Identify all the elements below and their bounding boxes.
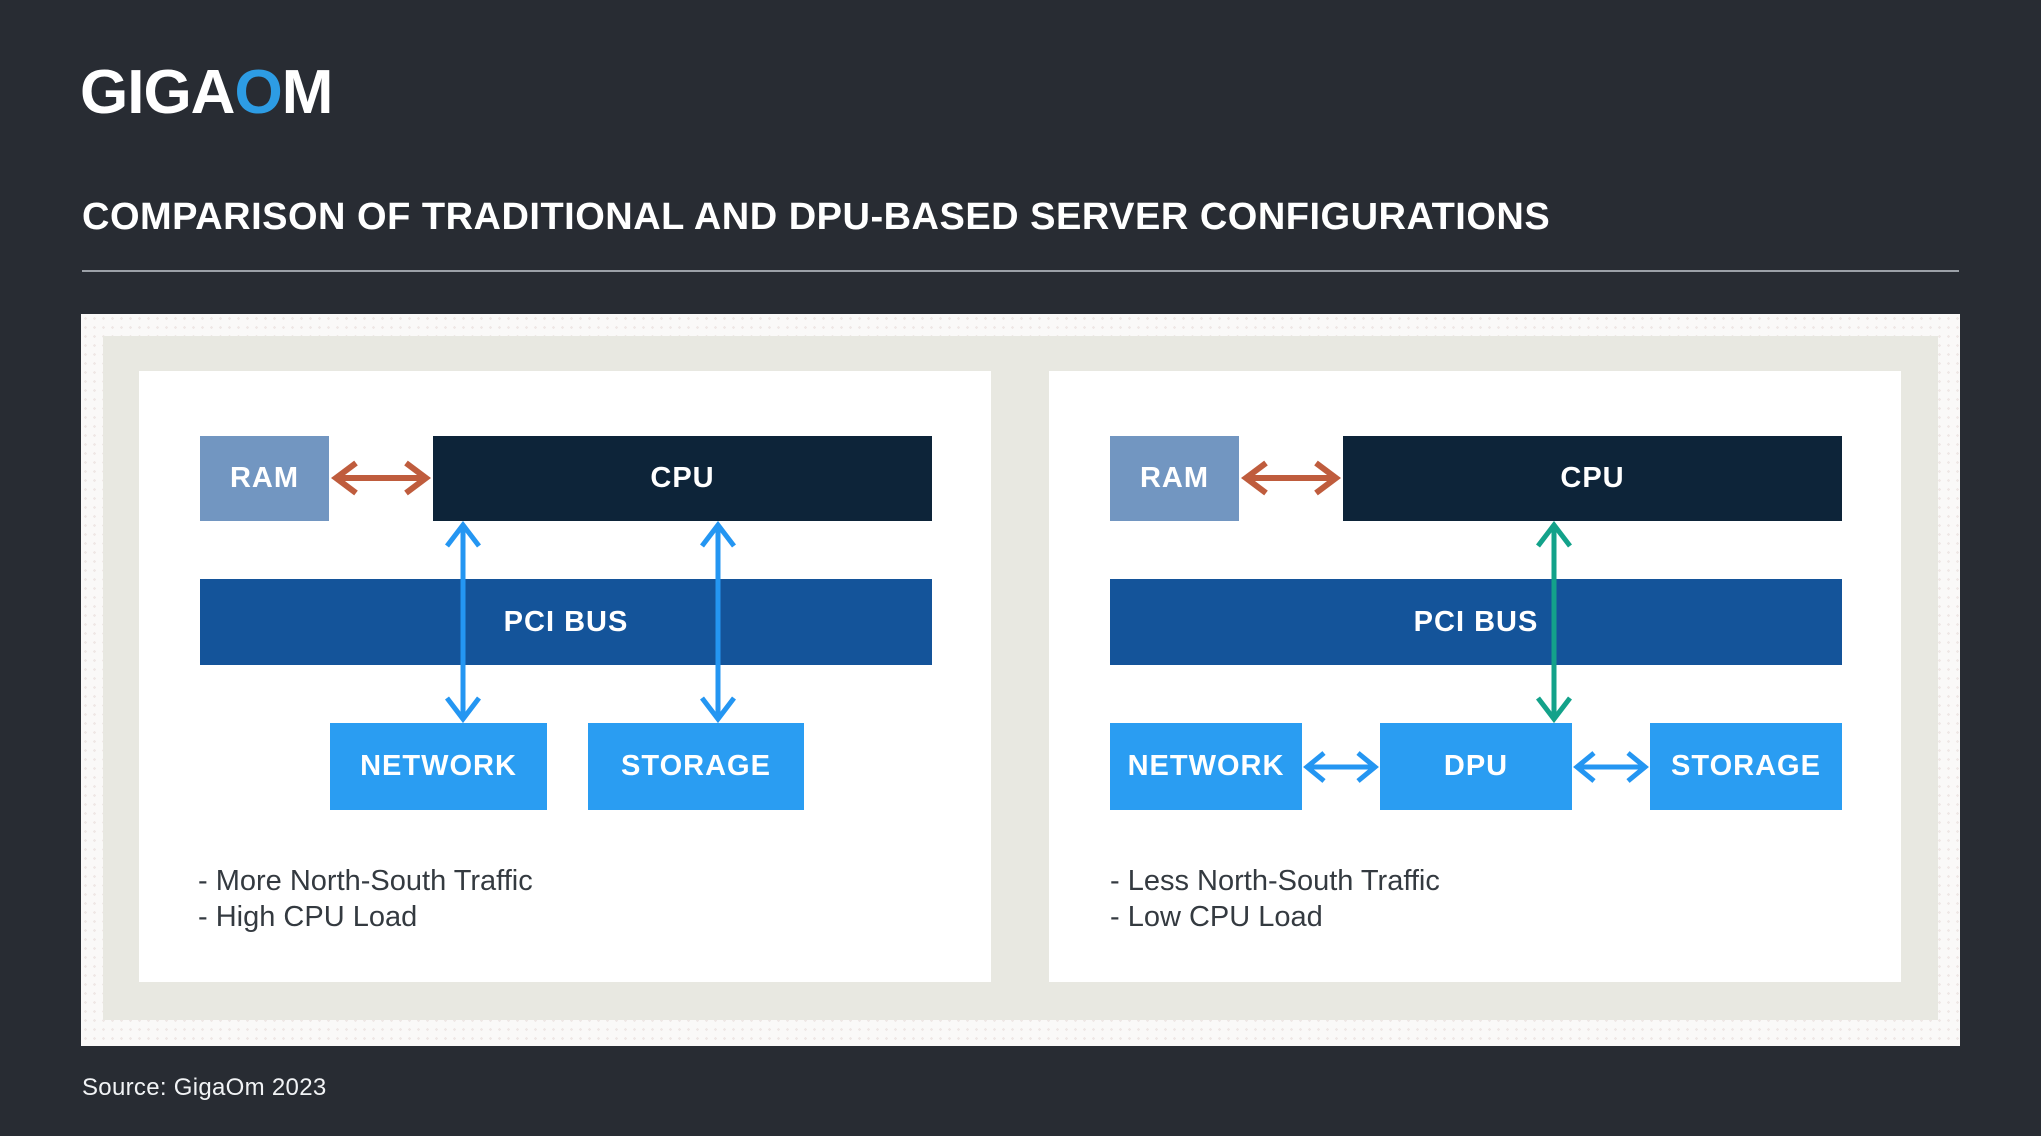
logo-accent-o: O bbox=[234, 58, 282, 127]
source-note: Source: GigaOm 2023 bbox=[82, 1074, 327, 1101]
ram-box: RAM bbox=[1110, 436, 1239, 521]
logo-text-giga: GIGA bbox=[80, 58, 235, 127]
cpu-dpu-double-arrow-icon bbox=[1536, 520, 1572, 724]
ram-cpu-double-arrow-icon bbox=[331, 460, 431, 496]
pci-bus-box: PCI BUS bbox=[1110, 579, 1842, 665]
storage-box: STORAGE bbox=[1650, 723, 1842, 810]
figure-panel: RAM CPU PCI BUS bbox=[103, 336, 1938, 1020]
dpu-box: DPU bbox=[1380, 723, 1572, 810]
traditional-notes: - More North-South Traffic - High CPU Lo… bbox=[198, 863, 533, 935]
note-line: - More North-South Traffic bbox=[198, 865, 533, 897]
dpu-storage-double-arrow-icon bbox=[1573, 751, 1649, 783]
network-box: NETWORK bbox=[330, 723, 547, 810]
note-line: - High CPU Load bbox=[198, 901, 418, 933]
cpu-box: CPU bbox=[1343, 436, 1842, 521]
network-dpu-double-arrow-icon bbox=[1303, 751, 1379, 783]
dpu-notes: - Less North-South Traffic - Low CPU Loa… bbox=[1110, 863, 1440, 935]
cpu-storage-double-arrow-icon bbox=[700, 520, 736, 724]
gigaom-logo: GIGAOM bbox=[80, 62, 333, 124]
figure-frame: RAM CPU PCI BUS bbox=[81, 314, 1960, 1046]
ram-box: RAM bbox=[200, 436, 329, 521]
figure-title: COMPARISON OF TRADITIONAL AND DPU-BASED … bbox=[82, 196, 1551, 238]
traditional-config-card: RAM CPU PCI BUS bbox=[139, 371, 991, 982]
cpu-network-double-arrow-icon bbox=[445, 520, 481, 724]
title-divider bbox=[82, 270, 1959, 272]
ram-cpu-double-arrow-icon bbox=[1241, 460, 1341, 496]
network-box: NETWORK bbox=[1110, 723, 1302, 810]
note-line: - Less North-South Traffic bbox=[1110, 865, 1440, 897]
pci-bus-box: PCI BUS bbox=[200, 579, 932, 665]
note-line: - Low CPU Load bbox=[1110, 901, 1323, 933]
logo-text-m: M bbox=[281, 58, 334, 127]
storage-box: STORAGE bbox=[588, 723, 804, 810]
dpu-config-card: RAM CPU PCI BUS NETWORK DPU STORAGE bbox=[1049, 371, 1901, 982]
cpu-box: CPU bbox=[433, 436, 932, 521]
